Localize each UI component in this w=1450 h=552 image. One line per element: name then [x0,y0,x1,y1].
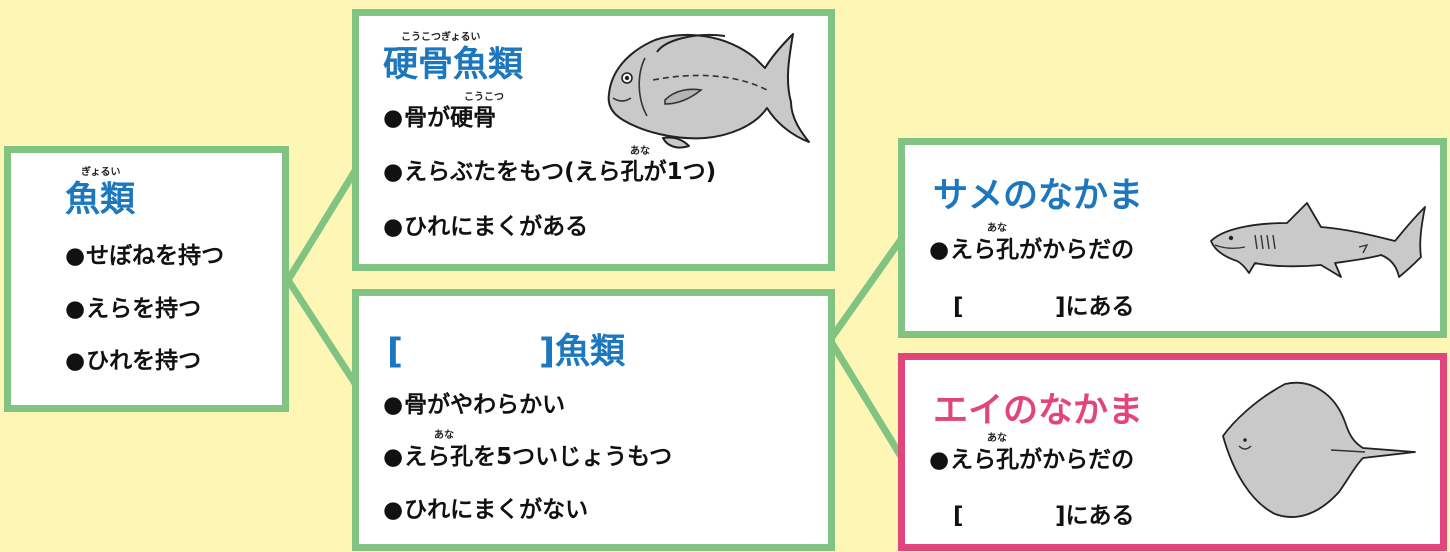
cartilaginous-title-close: ]魚類 [539,332,625,372]
shark-line1-ruby: あな [987,223,1007,234]
cartilaginous-title-open: [ [387,332,403,372]
bony-item-bone: ●骨が硬骨 [383,105,497,131]
ray-title: エイのなかま [933,391,1144,431]
shark-gill-position: ●えら孔がからだの [929,237,1135,263]
shark-blank-close: ]にある [1055,294,1135,320]
bony-item-fin-membrane: ●ひれにまくがある [383,214,589,240]
ray-gill-position: ●えら孔がからだの [929,447,1135,473]
fish-item-backbone: ●せぼねを持つ [65,243,225,269]
bony-fish-box: こうこつぎょるい 硬骨魚類 こうこつ ●骨が硬骨 あな ●えらぶたをもつ(えら孔… [352,9,835,271]
fish-class-box: ぎょるい 魚類 ●せぼねを持つ ●えらを持つ ●ひれを持つ [4,146,289,412]
bullet-icon: ● [383,444,404,470]
bullet-icon: ● [929,447,950,473]
ray-blank-close: ]にある [1055,503,1135,529]
bullet-icon: ● [383,159,404,185]
bullet-icon: ● [65,243,86,269]
connector-cartilage-to-ray [826,336,906,462]
fish-item-fins: ●ひれを持つ [65,348,202,374]
fish-title: 魚類 [65,180,136,220]
cartilage-item-five-gills: ●えら孔を5ついじょうもつ [383,444,673,470]
ray-blank-open: [ [953,503,964,529]
shark-title: サメのなかま [933,176,1144,216]
bony-item1-ruby: こうこつ [464,92,504,103]
sea-bream-icon [607,33,810,149]
connector-cartilage-to-shark [826,234,906,344]
cartilage-item-no-membrane: ●ひれにまくがない [383,497,589,523]
cartilage-item2-ruby: あな [434,430,454,441]
shark-icon [1210,202,1426,278]
bullet-icon: ● [65,296,86,322]
ray-line1-ruby: あな [987,433,1007,444]
ray-group-box: エイのなかま あな ●えら孔がからだの [ ]にある [898,353,1447,551]
fish-title-ruby: ぎょるい [81,167,121,178]
bony-title: 硬骨魚類 [383,45,524,85]
bullet-icon: ● [383,392,404,418]
connector-fish-to-bony [284,162,362,284]
cartilage-item-soft-bone: ●骨がやわらかい [383,392,566,418]
shark-group-box: サメのなかま あな ●えら孔がからだの [ ]にある [898,138,1447,338]
bullet-icon: ● [383,105,404,131]
bullet-icon: ● [383,214,404,240]
fish-item-gills: ●えらを持つ [65,296,202,322]
connector-fish-to-cartilage [284,276,362,392]
bony-item-gill-cover: ●えらぶたをもつ(えら孔が1つ) [383,159,717,185]
shark-blank-open: [ [953,294,964,320]
stingray-icon [1222,381,1416,518]
bullet-icon: ● [929,237,950,263]
bony-title-ruby: こうこつぎょるい [401,32,481,43]
bullet-icon: ● [383,497,404,523]
cartilaginous-fish-box: [ ]魚類 ●骨がやわらかい あな ●えら孔を5ついじょうもつ ●ひれにまくがな… [352,289,835,551]
bullet-icon: ● [65,348,86,374]
bony-item2-ruby: あな [630,146,650,157]
